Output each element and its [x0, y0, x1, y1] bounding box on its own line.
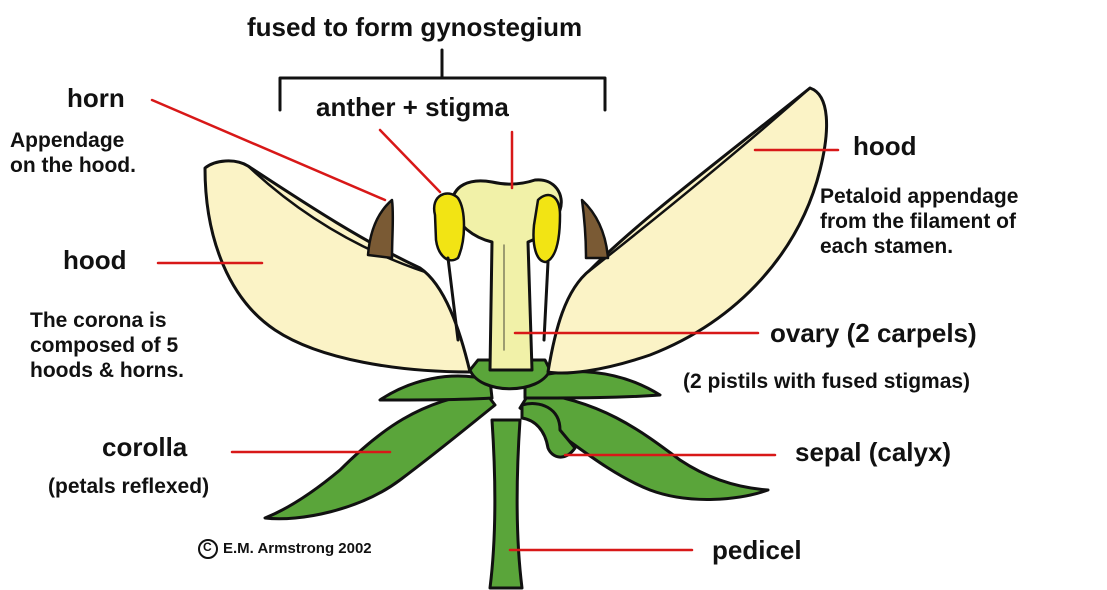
anther-left [434, 193, 464, 260]
horn-description: Appendage on the hood. [10, 128, 136, 178]
corolla-petal-left [265, 392, 495, 519]
horn-right [582, 200, 608, 258]
pedicel-label: pedicel [712, 535, 802, 566]
leader-anther [380, 130, 440, 192]
pedicel-stalk [490, 420, 522, 588]
corona-description: The corona is composed of 5 hoods & horn… [30, 308, 184, 383]
corolla-description: (petals reflexed) [48, 474, 209, 499]
corolla-petal-back-left [380, 376, 492, 400]
hood-right-description: Petaloid appendage from the filament of … [820, 184, 1018, 259]
hood-left-label: hood [63, 245, 127, 276]
horn-left [368, 200, 393, 258]
pistils-label: (2 pistils with fused stigmas) [683, 369, 970, 394]
anther-stigma-label: anther + stigma [316, 92, 509, 123]
corolla-label: corolla [102, 432, 187, 463]
ovary-label: ovary (2 carpels) [770, 318, 977, 349]
anther-right-filament [544, 262, 548, 340]
sepal-label: sepal (calyx) [795, 437, 951, 468]
gynostegium-label: fused to form gynostegium [247, 12, 582, 43]
horn-label: horn [67, 83, 125, 114]
hood-right-label: hood [853, 131, 917, 162]
copyright-text: E.M. Armstrong 2002 [223, 540, 372, 557]
copyright-symbol: C [203, 540, 212, 554]
anther-right [534, 195, 561, 262]
hood-left [205, 161, 470, 372]
